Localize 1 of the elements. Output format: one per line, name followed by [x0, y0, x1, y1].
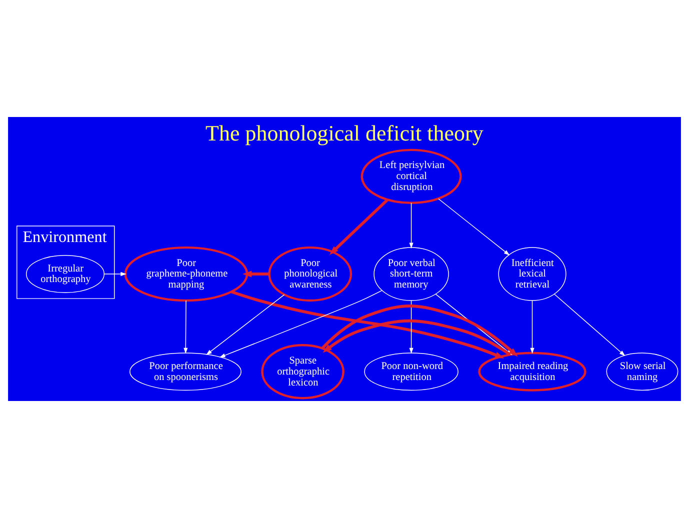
diagram-title: The phonological deficit theory [206, 120, 484, 145]
